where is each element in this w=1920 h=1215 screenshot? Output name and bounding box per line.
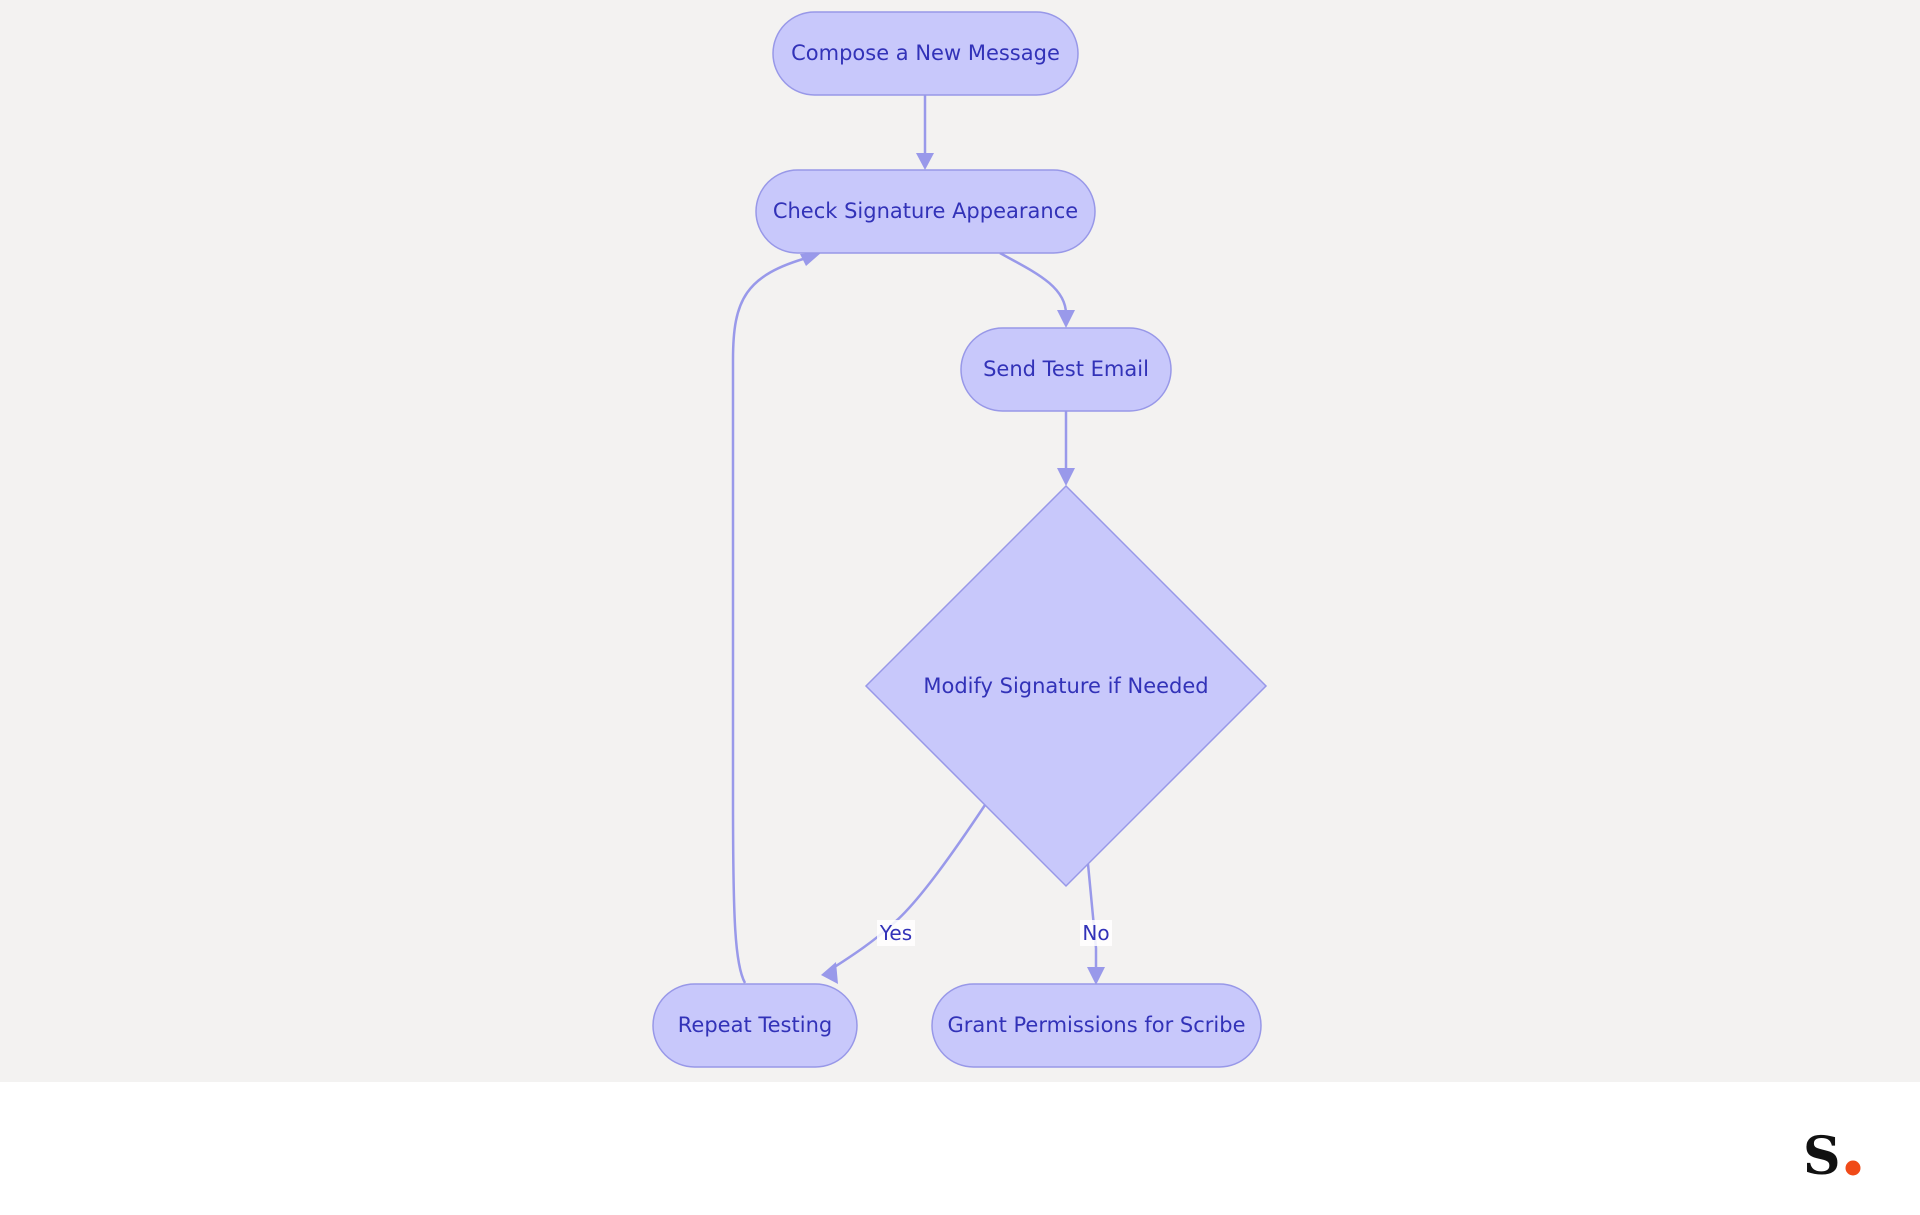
node-modify[interactable]: Modify Signature if Needed: [864, 484, 1268, 888]
flowchart: Compose a New Message Check Signature Ap…: [652, 11, 1268, 1068]
edge-modify-to-grant: [1086, 863, 1098, 970]
arrowhead-modify: [1057, 468, 1075, 486]
node-send-label: Send Test Email: [983, 357, 1149, 381]
node-grant[interactable]: Grant Permissions for Scribe: [931, 983, 1262, 1068]
node-compose-label: Compose a New Message: [791, 41, 1060, 65]
node-check[interactable]: Check Signature Appearance: [755, 169, 1096, 254]
node-grant-label: Grant Permissions for Scribe: [947, 1013, 1245, 1037]
svg-text:S: S: [1803, 1128, 1841, 1182]
node-repeat-label: Repeat Testing: [678, 1013, 832, 1037]
arrowhead-grant: [1087, 967, 1105, 985]
arrowhead-send: [1057, 310, 1075, 328]
edges: [731, 95, 1098, 984]
edge-modify-to-repeat: [829, 804, 987, 972]
edge-label-no-text: No: [1082, 921, 1109, 945]
edge-check-to-send: [999, 251, 1068, 315]
scribe-s-logo-icon: S: [1803, 1126, 1863, 1187]
arrowheads: [800, 153, 1105, 985]
edge-label-yes-text: Yes: [879, 921, 912, 945]
edge-label-no: No: [1080, 920, 1112, 946]
diagram-panel: Compose a New Message Check Signature Ap…: [0, 0, 1920, 1082]
node-modify-label: Modify Signature if Needed: [923, 674, 1208, 698]
node-check-label: Check Signature Appearance: [773, 199, 1078, 223]
arrowhead-check: [916, 153, 934, 170]
edge-repeat-to-check: [731, 255, 811, 984]
arrowhead-check-loop: [800, 252, 822, 266]
node-send[interactable]: Send Test Email: [960, 327, 1172, 412]
node-repeat[interactable]: Repeat Testing: [652, 983, 858, 1068]
arrowhead-repeat: [821, 962, 838, 984]
edge-label-yes: Yes: [877, 920, 915, 946]
node-compose[interactable]: Compose a New Message: [772, 11, 1079, 96]
